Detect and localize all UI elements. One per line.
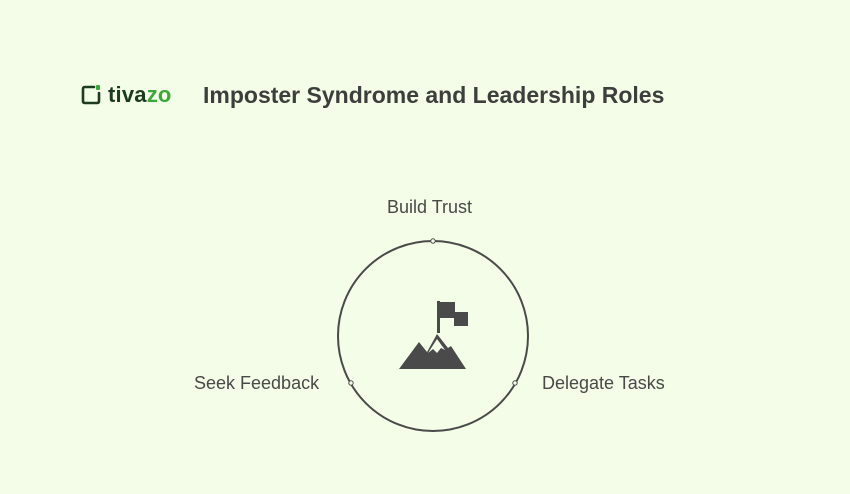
mountain-flag-icon (399, 301, 468, 369)
cycle-node-left (348, 380, 354, 386)
logo-wordmark: tivazo (108, 82, 172, 107)
cycle-node-right (512, 380, 518, 386)
snow-cap (428, 339, 445, 353)
step-seek-feedback: Seek Feedback (194, 373, 320, 393)
cycle-ring (337, 240, 529, 432)
logo-mark-icon (81, 85, 101, 105)
page-title: Imposter Syndrome and Leadership Roles (203, 82, 665, 108)
tivazo-logo: tivazo (80, 82, 172, 108)
step-delegate-tasks: Delegate Tasks (542, 373, 665, 393)
cycle-node-top (430, 238, 436, 244)
step-build-trust: Build Trust (387, 197, 473, 217)
